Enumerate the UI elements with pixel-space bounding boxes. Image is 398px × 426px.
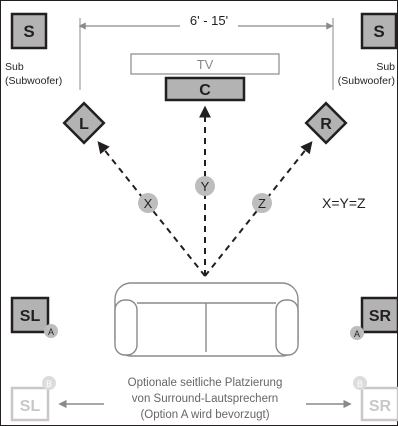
sofa-right-arm (275, 299, 299, 356)
sub-right-letter: S (373, 22, 384, 41)
sub-left-label-2: (Subwoofer) (5, 75, 62, 87)
option-a-badge-right (350, 326, 364, 340)
sub-left-letter: S (23, 22, 34, 41)
option-b-badge-left (42, 376, 56, 390)
note-line-2: von Surround-Lautsprechern (132, 393, 278, 405)
surround-left-a-speaker (10, 296, 50, 334)
badge-z-label: Z (258, 196, 266, 211)
option-b-badge-left-label: B (46, 379, 52, 389)
distance-label-bg (180, 13, 238, 27)
badge-x (138, 193, 158, 213)
badge-y-label: Y (201, 179, 210, 194)
surround-left-b-letter: SL (20, 398, 41, 415)
sub-right-speaker (360, 12, 398, 50)
sub-left-label: Sub (5, 61, 24, 73)
surround-right-b-speaker (360, 386, 398, 422)
tv-label: TV (197, 57, 214, 72)
badge-z (252, 193, 272, 213)
equation-label: X=Y=Z (322, 195, 366, 211)
note-line-3: (Option A wird bevorzugt) (140, 409, 269, 421)
distance-label: 6' - 15' (190, 13, 228, 28)
sofa-left-arm (114, 299, 138, 356)
surround-right-a-letter: SR (369, 308, 392, 325)
sofa (114, 282, 299, 357)
sub-right-label: Sub (376, 61, 395, 73)
option-a-badge-left-label: A (48, 327, 54, 337)
surround-right-a-speaker (360, 296, 398, 334)
surround-right-b-letter: SR (369, 398, 392, 415)
tv (130, 53, 280, 75)
front-left-speaker (62, 101, 106, 145)
surround-left-b-speaker (10, 386, 50, 422)
note-line-1: Optionale seitliche Platzierung (128, 377, 283, 389)
center-letter: C (199, 82, 211, 99)
front-right-letter: R (320, 116, 332, 133)
front-left-letter: L (79, 116, 89, 133)
option-b-badge-right (353, 376, 367, 390)
front-right-speaker (304, 101, 348, 145)
option-a-badge-right-label: A (354, 329, 360, 339)
option-b-badge-right-label: B (357, 379, 363, 389)
sub-right-label-2: (Subwoofer) (338, 75, 395, 87)
badge-y (195, 176, 215, 196)
center-speaker (164, 76, 246, 102)
option-a-badge-left (44, 324, 58, 338)
badge-x-label: X (144, 196, 153, 211)
surround-left-a-letter: SL (20, 308, 41, 325)
sub-left-speaker (10, 12, 48, 50)
